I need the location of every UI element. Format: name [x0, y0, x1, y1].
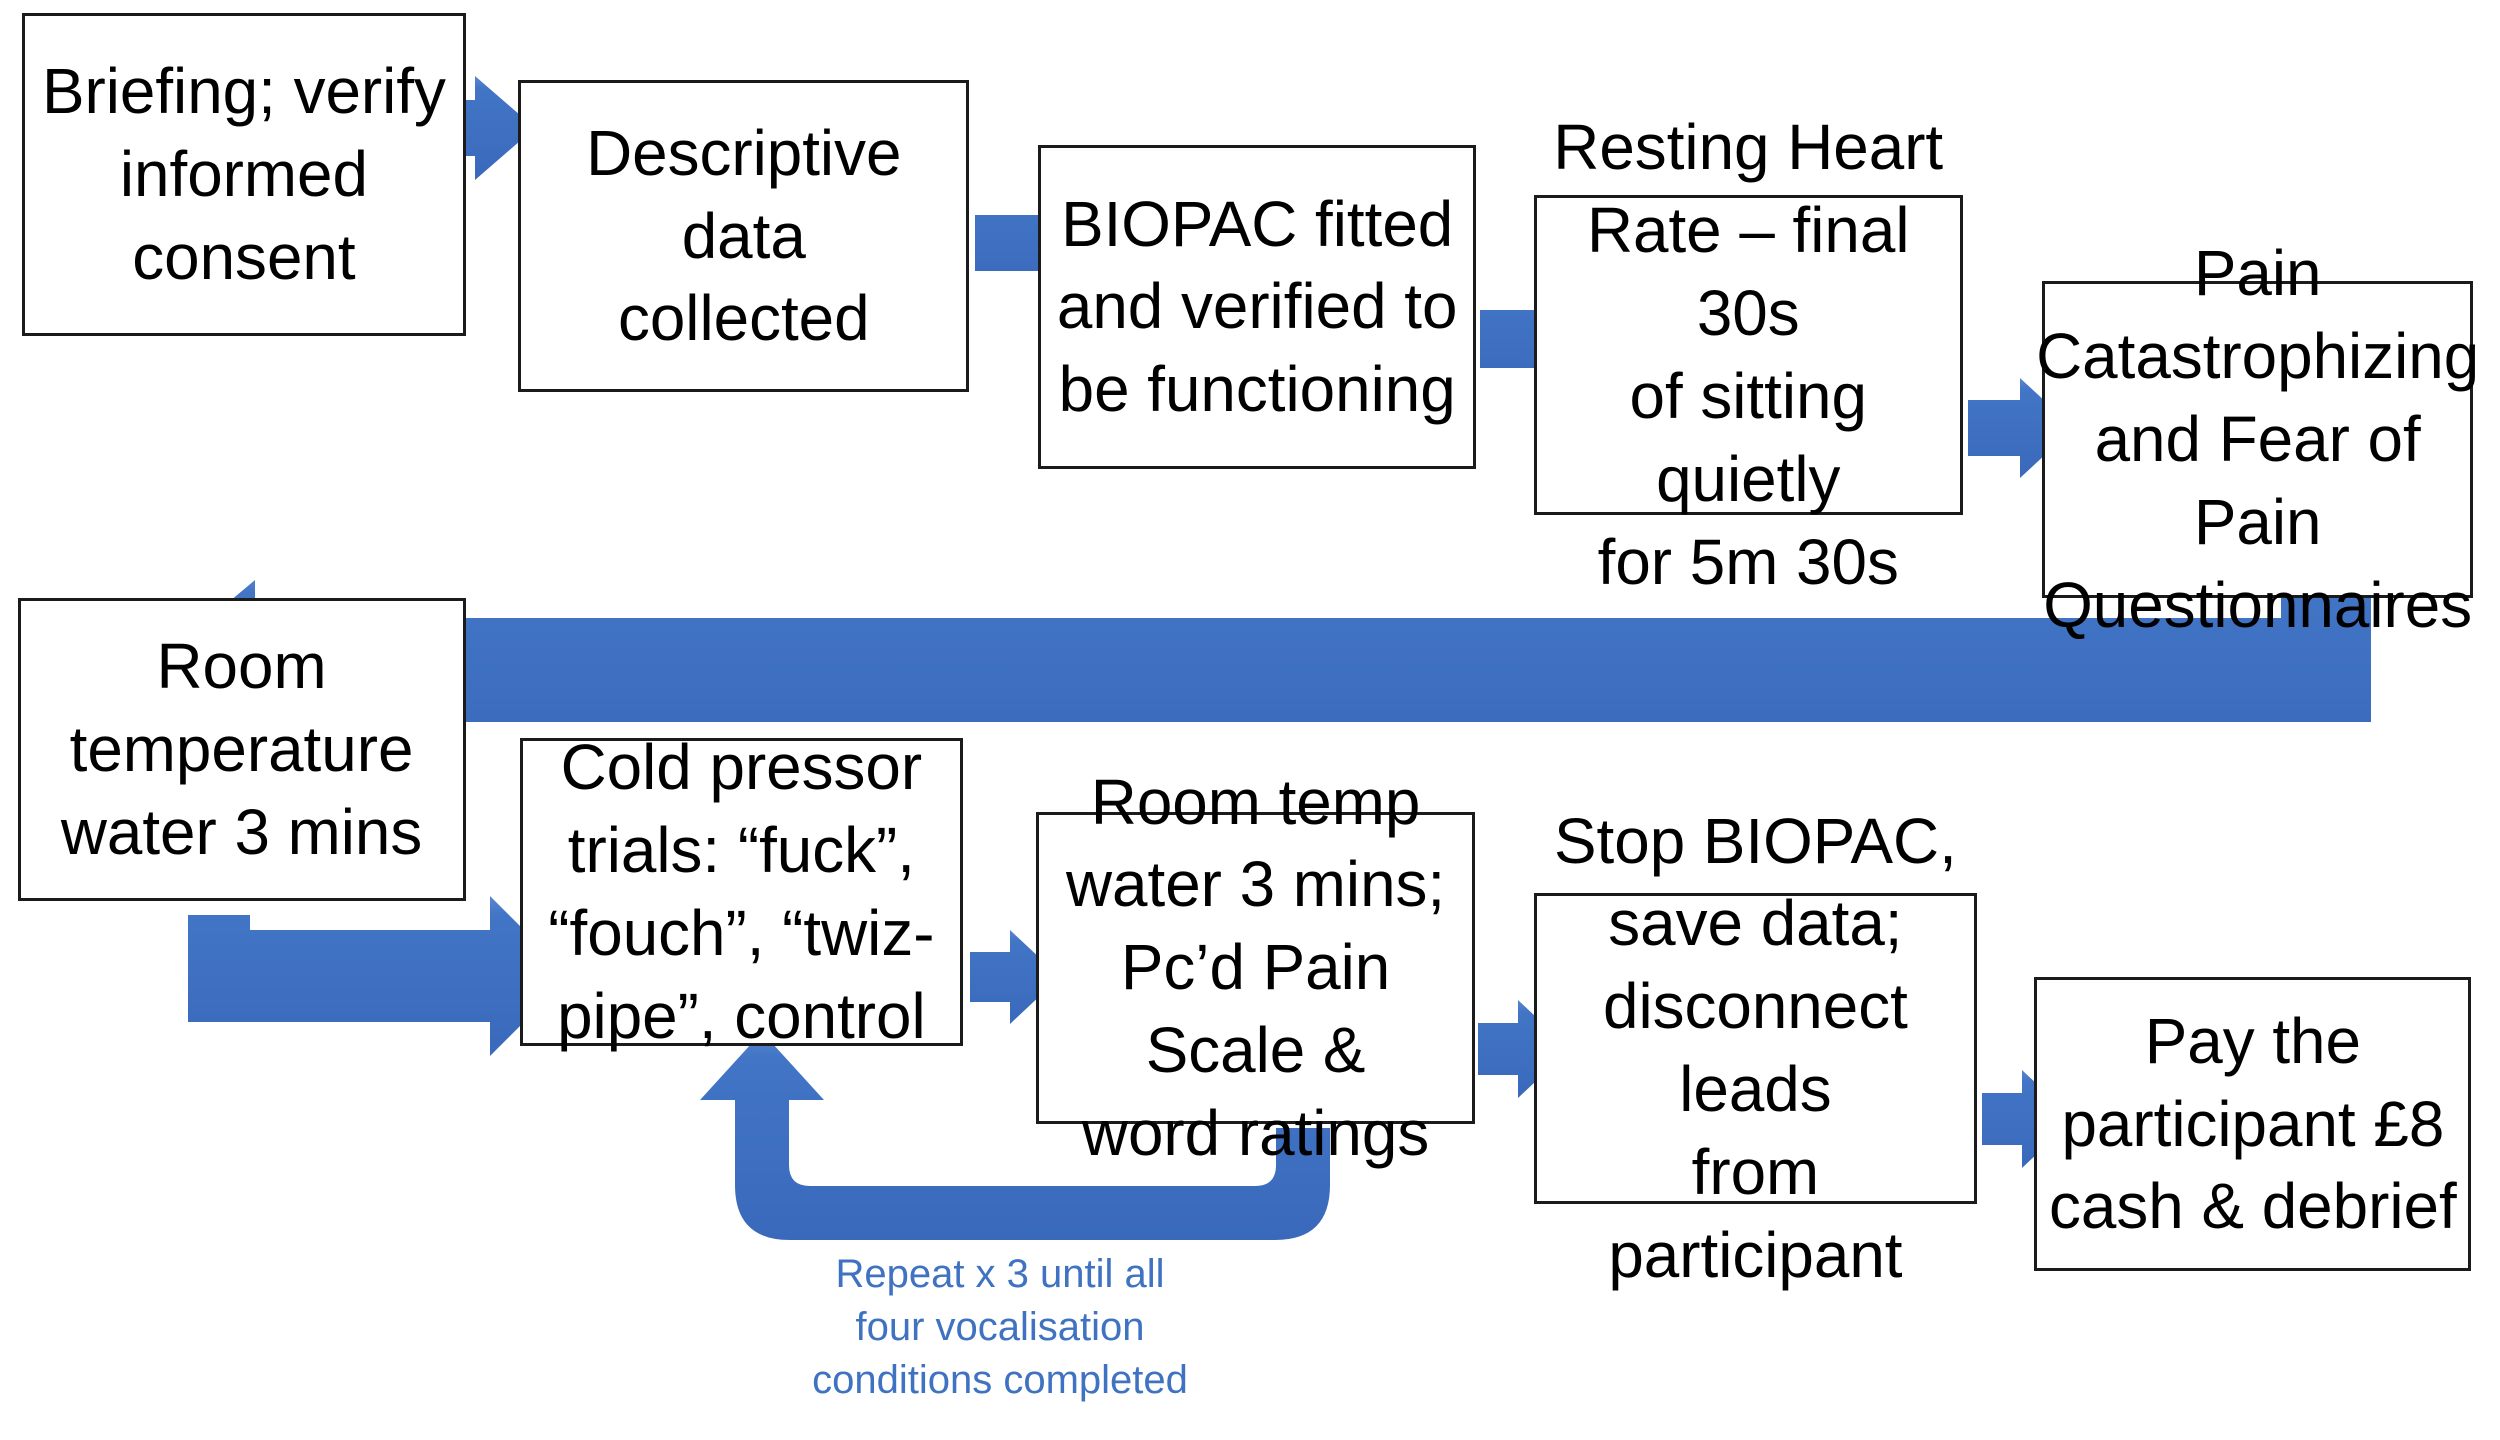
box-briefing[interactable]: Briefing; verify informed consent: [22, 12, 466, 337]
arrow-room-temp-to-cold-pressor: [188, 896, 570, 1056]
box-cold-pressor-trials[interactable]: Cold pressor trials: “fuck”, “fouch”, “t…: [519, 731, 963, 1052]
box-stop-biopac-label: Stop BIOPAC, save data; disconnect leads…: [1553, 804, 1957, 1292]
box-descriptive-data-label: Descriptive data collected: [586, 116, 902, 355]
box-room-temp-ratings[interactable]: Room temp water 3 mins; Pc’d Pain Scale …: [1036, 766, 1475, 1169]
box-room-temperature-water[interactable]: Room temperature water 3 mins: [17, 597, 466, 901]
box-descriptive-data[interactable]: Descriptive data collected: [518, 79, 970, 393]
box-pay-participant-label: Pay the participant £8 cash & debrief: [2049, 1004, 2457, 1243]
box-resting-heart-rate-label: Resting Heart Rate – final 30s of sittin…: [1553, 111, 1944, 598]
box-room-temperature-water-label: Room temperature water 3 mins: [60, 629, 423, 868]
box-biopac-fitted-label: BIOPAC fitted and verified to be functio…: [1056, 187, 1458, 426]
box-cold-pressor-trials-label: Cold pressor trials: “fuck”, “fouch”, “t…: [548, 731, 935, 1052]
box-stop-biopac[interactable]: Stop BIOPAC, save data; disconnect leads…: [1533, 805, 1978, 1291]
loop-caption: Repeat x 3 until all four vocalisation c…: [812, 1252, 1188, 1402]
box-questionnaires-label: Pain Catastrophizing and Fear of Pain Qu…: [2036, 236, 2480, 641]
box-pay-participant[interactable]: Pay the participant £8 cash & debrief: [2034, 977, 2472, 1271]
box-briefing-label: Briefing; verify informed consent: [41, 55, 446, 294]
box-room-temp-ratings-label: Room temp water 3 mins; Pc’d Pain Scale …: [1065, 765, 1446, 1170]
box-biopac-fitted[interactable]: BIOPAC fitted and verified to be functio…: [1037, 145, 1477, 469]
box-questionnaires[interactable]: Pain Catastrophizing and Fear of Pain Qu…: [2036, 237, 2479, 641]
box-resting-heart-rate[interactable]: Resting Heart Rate – final 30s of sittin…: [1533, 111, 1963, 598]
